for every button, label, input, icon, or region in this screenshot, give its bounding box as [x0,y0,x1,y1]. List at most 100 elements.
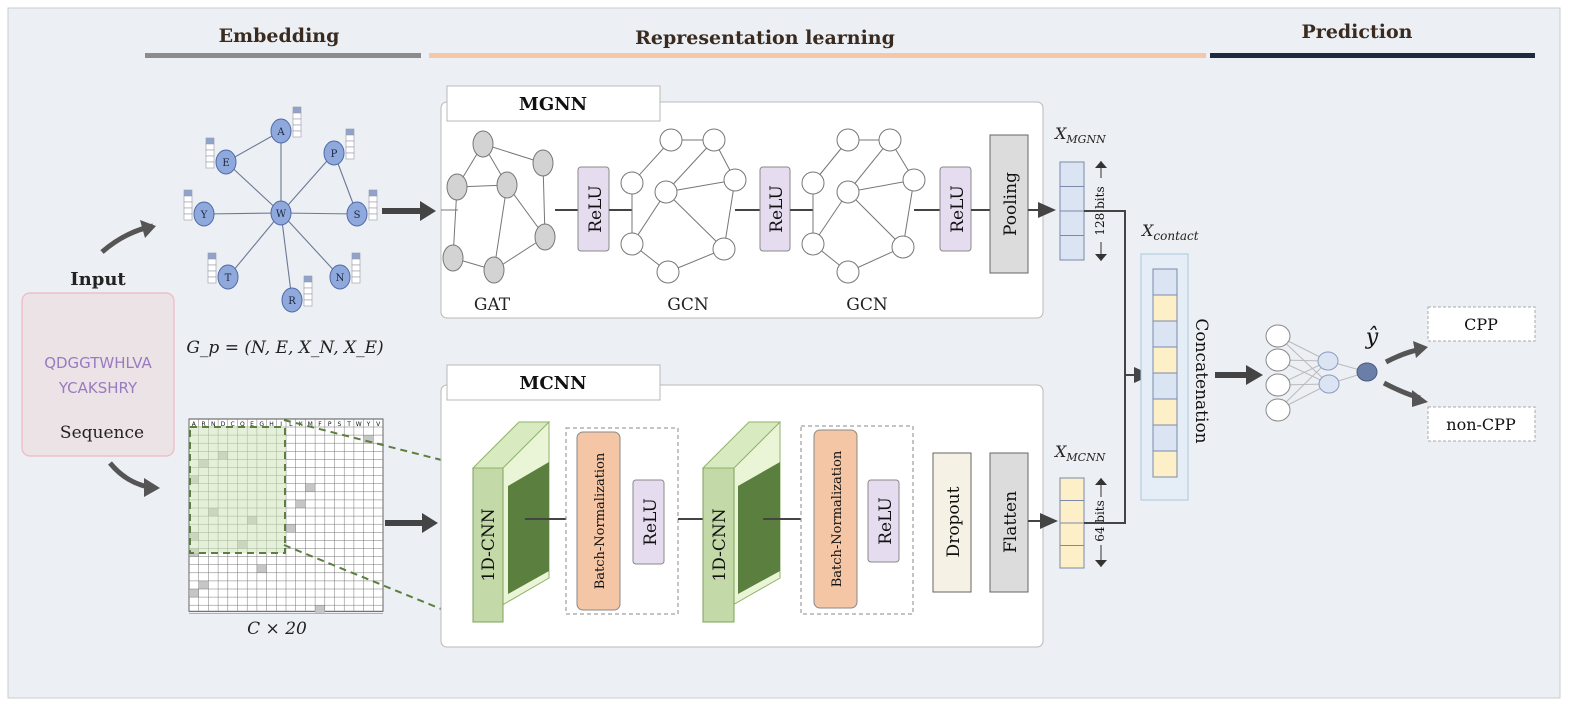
graph-node-label: A [276,127,285,138]
matrix-header-letter: P [328,421,332,428]
dropout-label: Dropout [944,486,964,557]
gcn-graph-1 [620,128,747,284]
concat-cell [1152,320,1178,348]
non-cpp-box [1427,406,1536,442]
cnn-1-label: 1D-CNN [479,508,499,581]
mlp-network [1265,324,1378,422]
sequence-line-2: YCAKSHRY [58,379,138,397]
matrix-header-letter: C [231,421,235,428]
mcnn-title: MCNN [519,373,586,394]
mcnn-bits-label: 64 bits [1093,500,1107,542]
mcnn-relu-1-label: ReLU [641,498,661,546]
input-label: Input [70,269,126,290]
concat-cell [1152,398,1178,426]
mcnn-title-box [446,364,661,401]
graph-node: W [270,200,292,226]
mgnn-relu-1-label: ReLU [586,185,606,233]
matrix-header-letter: W [356,421,362,428]
matrix-header-letter: R [201,421,205,428]
x-contact-label: Xcontact [1140,221,1199,243]
matrix-header-letter: Q [240,421,245,428]
graph-node: E [205,137,237,175]
matrix-header-letter: D [221,421,226,428]
mcnn-relu-2-label: ReLU [876,497,896,545]
vector-cell [1059,477,1085,501]
vector-cell [1059,500,1085,524]
flatten-block [989,452,1029,593]
sequence-box [21,292,175,457]
graph-node-label: Y [200,210,208,221]
gcn-1-label: GCN [667,295,709,315]
matrix-size-label: C × 20 [247,619,307,639]
cpp-label: CPP [1464,315,1498,334]
graph-node-label: N [336,273,345,284]
mgnn-output-vector [1059,161,1085,261]
graph-formula: G_p = (N, E, X_N, X_E) [186,338,383,358]
concat-cell [1152,294,1178,322]
cnn-block-2 [701,421,782,623]
mgnn-title-box [446,85,661,122]
matrix-header-letter: N [211,421,216,428]
flatten-label: Flatten [1001,491,1021,553]
y-hat-label: ŷ [1365,325,1379,350]
gcn-graph-2 [801,128,926,284]
graph-node-label: P [331,149,338,160]
matrix-header-letter: I [280,421,282,428]
peptide-graph: A P E Y W S T R N [183,106,378,313]
matrix-header-letter: H [269,421,274,428]
gcn-2-label: GCN [846,295,888,315]
graph-node-label: W [276,209,287,220]
mcnn-relu-2 [867,479,900,563]
batchnorm-2 [813,429,858,609]
graph-node: S [346,189,378,227]
gat-graph [441,130,556,284]
batchnorm-1 [576,431,621,611]
embedding-bar [145,53,421,58]
dropout-block [932,452,972,593]
mcnn-relu-1 [632,479,665,565]
pooling-label: Pooling [1001,172,1021,236]
matrix-header-letter: M [308,421,313,428]
matrix-header-letter: G [259,421,264,428]
mgnn-title: MGNN [519,94,587,115]
graph-node-label: S [354,210,361,221]
vector-cell [1059,210,1085,236]
matrix-header-letter: T [346,421,351,428]
matrix-window [189,426,286,554]
graph-node: T [207,252,239,290]
matrix-header-letter: A [192,421,197,428]
graph-node: R [281,275,313,313]
matrix-header-letter: V [376,421,381,428]
graph-node: A [270,106,302,144]
cnn-2-label: 1D-CNN [710,508,730,581]
vector-cell [1059,186,1085,212]
cnn-block-1 [471,421,551,623]
concat-cell [1152,424,1178,452]
output-node [1356,362,1378,382]
graph-node: N [329,252,361,290]
cpp-box [1427,306,1536,342]
matrix-header-letter: E [250,421,254,428]
graph-node-label: E [222,158,229,169]
concat-cell [1152,372,1178,400]
non-cpp-label: non-CPP [1446,415,1516,434]
join-lines [1084,210,1126,524]
graph-node: P [323,128,355,166]
x-mcnn-label: XMCNN [1053,442,1106,464]
matrix-header-letter: Y [366,421,371,428]
graph-node-label: T [225,273,232,284]
concat-vector [1152,268,1178,478]
concat-cell [1152,346,1178,374]
prediction-header: Prediction [1302,21,1413,43]
representation-bar [429,53,1206,58]
vector-cell [1059,161,1085,187]
pooling-block [989,134,1029,274]
matrix-header-letter: L [289,421,293,428]
prediction-bar [1210,53,1535,58]
one-hot-matrix: ARNDCQEGHILKMFPSTWYV [188,418,384,614]
representation-header: Representation learning [635,27,895,49]
vector-cell [1059,545,1085,569]
x-mgnn-label: XMGNN [1053,124,1106,146]
matrix-header-letter: S [337,421,341,428]
